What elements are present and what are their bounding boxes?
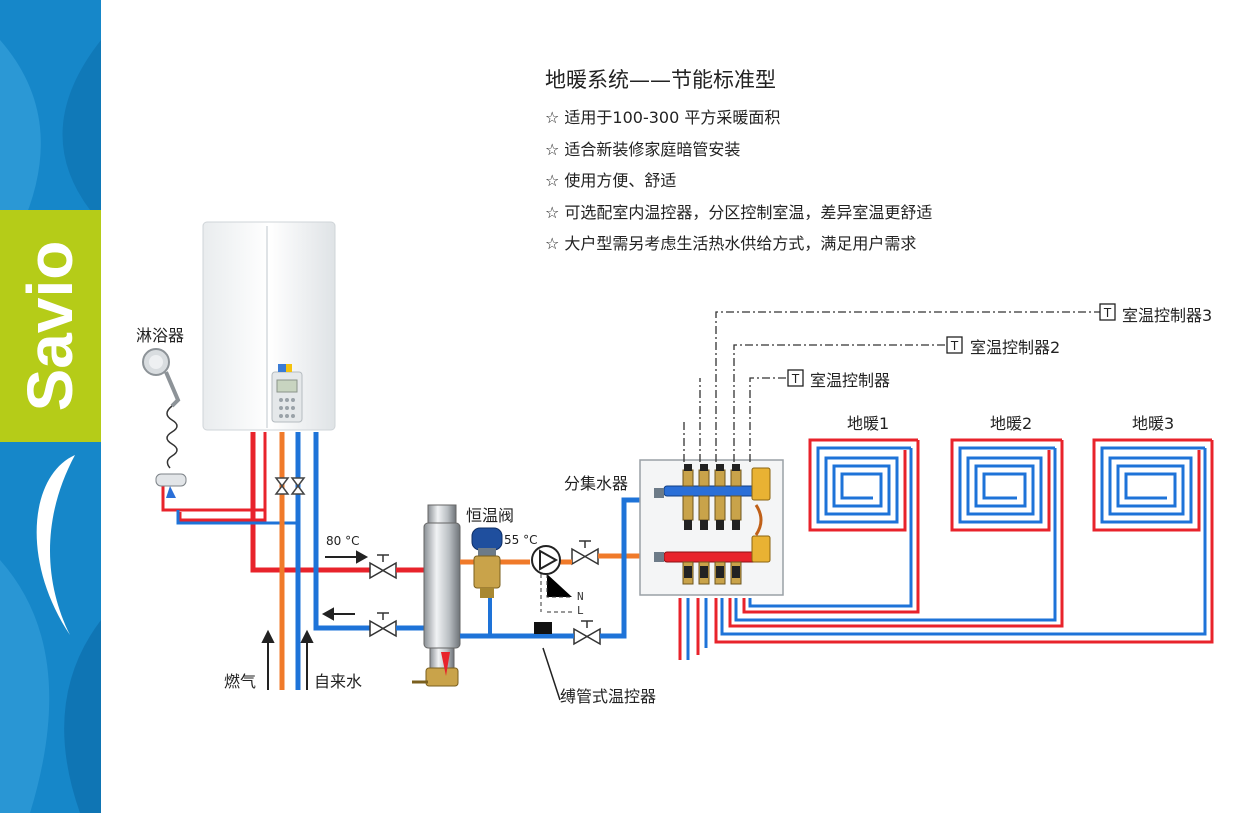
flow-arrows xyxy=(261,550,369,690)
feature-item: ☆ 适用于100-300 平方采暖面积 xyxy=(545,108,781,127)
floor-heating-loop-2 xyxy=(950,438,1062,532)
feature-item: ☆ 可选配室内温控器，分区控制室温，差异室温更舒适 xyxy=(545,202,933,222)
tap-water-label: 自来水 xyxy=(314,672,363,691)
zone-3-label: 地暖3 xyxy=(1132,414,1175,433)
room-controller-3-label: 室温控制器3 xyxy=(1122,306,1213,325)
wall-hung-boiler xyxy=(202,221,336,431)
supply-manifold-bar xyxy=(663,485,765,497)
gas-label: 燃气 xyxy=(224,672,257,691)
manifold-label: 分集水器 xyxy=(564,474,629,493)
room-controller-2-label: 室温控制器2 xyxy=(970,338,1061,357)
floor-heating-loop-1 xyxy=(808,438,918,532)
thermostat-icon-glyph: T xyxy=(1103,306,1112,320)
circulation-pump-icon xyxy=(531,545,572,634)
feature-list: ☆ 适用于100-300 平方采暖面积 ☆ 适合新装修家庭暗管安装 ☆ 使用方便… xyxy=(545,104,932,262)
floor-heating-loop-3 xyxy=(1092,438,1212,532)
manifold-outlet-tubes xyxy=(678,440,1214,660)
thermostatic-valve-label: 恒温阀 xyxy=(466,506,515,525)
thermostat-icon-glyph: T xyxy=(791,372,800,386)
brand-sidebar: Savio xyxy=(0,0,101,813)
live-label: L xyxy=(577,604,584,617)
thermostatic-mixing-valve xyxy=(471,527,503,598)
return-manifold-bar xyxy=(663,551,765,563)
feature-item: ☆ 使用方便、舒适 xyxy=(545,171,677,190)
hydraulic-separator xyxy=(412,504,461,687)
shower-label: 淋浴器 xyxy=(136,326,185,345)
room-controller-1-label: 室温控制器 xyxy=(810,371,891,390)
boiler-isolation-valves xyxy=(274,477,306,495)
boiler-pipes xyxy=(161,432,378,690)
diagram-title: 地暖系统——节能标准型 xyxy=(545,68,776,92)
brand-logo-text: Savio xyxy=(14,241,86,412)
line-valves xyxy=(369,540,601,646)
supply-temp-label: 80 °C xyxy=(326,534,360,548)
room-thermostat-icons xyxy=(787,303,1116,387)
strap-thermostat-label: 缚管式温控器 xyxy=(560,687,657,706)
neutral-label: N xyxy=(577,590,584,603)
brand-green-panel xyxy=(0,210,101,442)
shower-icon xyxy=(142,348,187,498)
controller-wiring xyxy=(683,311,1100,462)
feature-item: ☆ 大户型需另考虑生活热水供给方式，满足用户需求 xyxy=(545,234,917,253)
manifold-cabinet xyxy=(639,459,784,596)
strap-thermostat-leader xyxy=(542,647,561,701)
thermostat-icon-glyph: T xyxy=(950,339,959,353)
valve-temp-label: 55 °C xyxy=(504,533,538,547)
zone-1-label: 地暖1 xyxy=(847,414,890,433)
zone-2-label: 地暖2 xyxy=(990,414,1033,433)
feature-item: ☆ 适合新装修家庭暗管安装 xyxy=(545,139,741,159)
